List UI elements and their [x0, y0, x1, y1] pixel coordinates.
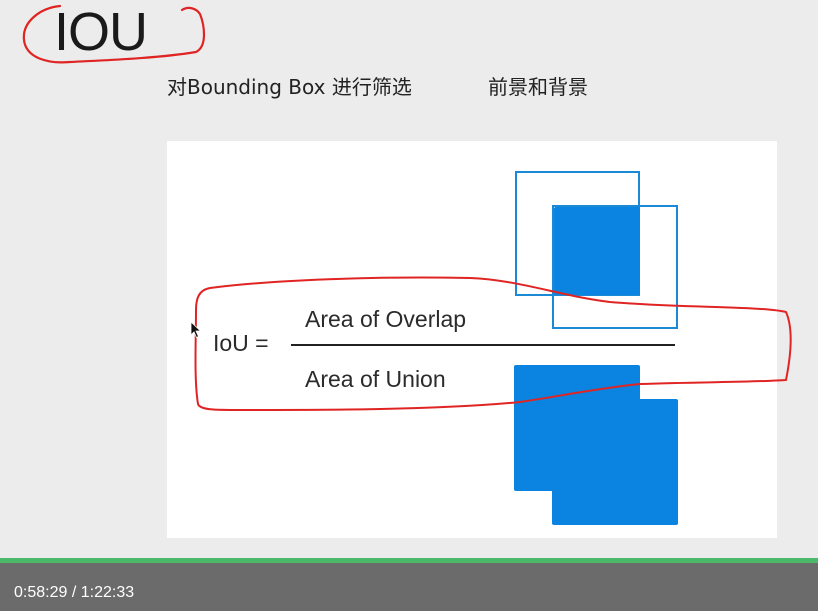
- overlap-region: [554, 207, 640, 295]
- video-time-display: 0:58:29 / 1:22:33: [14, 583, 134, 603]
- slide-subtitle-bbox-filter: 对Bounding Box 进行筛选: [167, 75, 412, 99]
- iou-formula-numerator: Area of Overlap: [305, 306, 467, 332]
- iou-formula-denominator: Area of Union: [305, 366, 446, 392]
- slide-subtitle-foreground-background: 前景和背景: [488, 75, 588, 99]
- iou-fraction-bar: [291, 344, 675, 346]
- iou-figure: IoU = Area of Overlap Area of Union: [167, 141, 777, 538]
- video-progress-bar[interactable]: [0, 558, 818, 563]
- slide-area: IOU 对Bounding Box 进行筛选 前景和背景 IoU = Area …: [22, 2, 792, 538]
- video-control-bar: 0:58:29 / 1:22:33: [0, 563, 818, 611]
- video-duration: 1:22:33: [80, 584, 135, 601]
- slide-title: IOU: [54, 2, 148, 62]
- video-current-time: 0:58:29: [14, 584, 68, 601]
- mouse-cursor-icon: [190, 321, 202, 339]
- video-time-separator: /: [71, 584, 77, 601]
- iou-formula-lhs: IoU =: [213, 330, 269, 356]
- union-box-b: [552, 399, 678, 525]
